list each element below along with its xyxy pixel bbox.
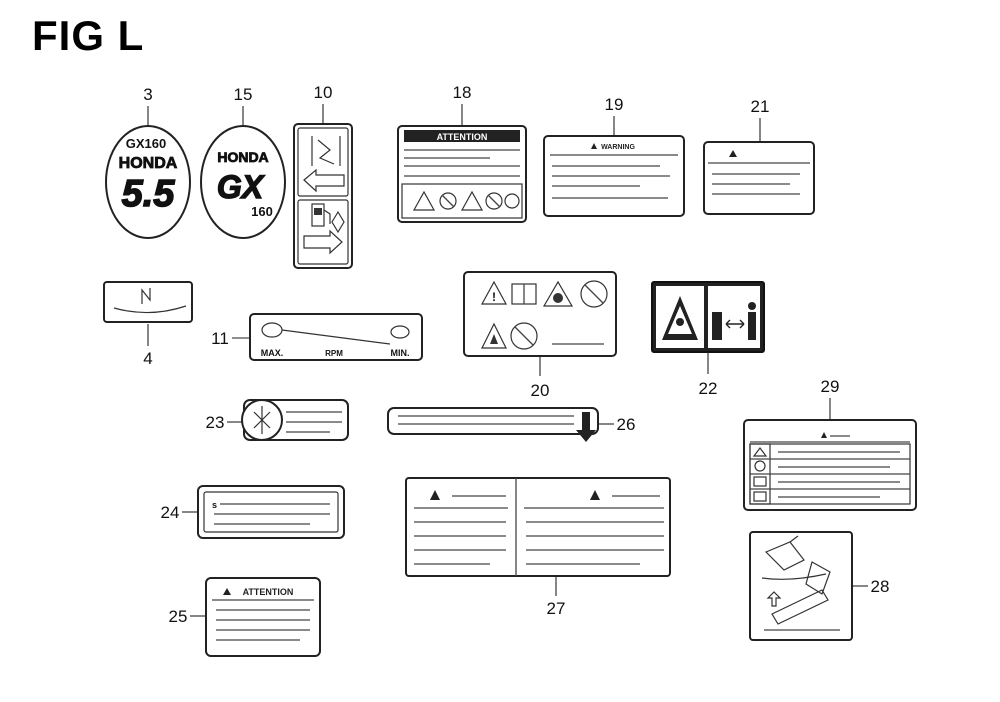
label-18-header: ATTENTION <box>437 132 488 142</box>
emblem-15-series: GX <box>217 169 265 205</box>
callout-20: 20 <box>531 381 550 400</box>
callout-27: 27 <box>547 599 566 618</box>
part-4-label[interactable]: 4 <box>103 281 193 368</box>
emblem-3-brand: HONDA <box>119 155 178 172</box>
part-15-emblem[interactable]: 15 HONDA GX 160 <box>200 85 286 239</box>
callout-4: 4 <box>143 349 152 368</box>
emblem-15-brand: HONDA <box>217 149 268 165</box>
part-3-emblem[interactable]: 3 GX160 HONDA 5.5 <box>105 85 191 239</box>
label-25-header: ATTENTION <box>243 587 294 597</box>
callout-10: 10 <box>314 83 333 102</box>
callout-15: 15 <box>234 85 253 104</box>
part-21-label[interactable]: 21 <box>703 97 815 215</box>
figure-title: FIG L <box>32 12 145 59</box>
part-26-label[interactable]: 26 <box>387 407 636 442</box>
part-24-label[interactable]: 24 s <box>161 485 345 539</box>
callout-23: 23 <box>206 413 225 432</box>
svg-text:!: ! <box>492 290 496 304</box>
callout-19: 19 <box>605 95 624 114</box>
part-20-label[interactable]: ! 20 <box>463 271 617 400</box>
callout-22: 22 <box>699 379 718 398</box>
callout-18: 18 <box>453 83 472 102</box>
emblem-3-rating: 5.5 <box>122 173 176 215</box>
emblem-3-model: GX160 <box>126 136 166 151</box>
part-19-label[interactable]: 19 WARNING <box>543 95 685 217</box>
label-11-max: MAX. <box>261 348 284 358</box>
part-11-label[interactable]: 11 MAX. RPM MIN. <box>211 313 423 361</box>
callout-3: 3 <box>143 85 152 104</box>
part-10-label[interactable]: 10 <box>293 83 353 269</box>
part-25-label[interactable]: 25 ATTENTION <box>169 577 321 657</box>
part-28-label[interactable]: 28 <box>749 531 890 641</box>
part-27-label[interactable]: 27 <box>405 477 671 618</box>
callout-28: 28 <box>871 577 890 596</box>
label-19-header: WARNING <box>601 144 635 151</box>
callout-11: 11 <box>211 329 229 348</box>
svg-text:s: s <box>212 500 217 510</box>
label-11-min: MIN. <box>391 348 410 358</box>
part-29-label[interactable]: 29 <box>743 377 917 511</box>
emblem-15-model: 160 <box>251 204 273 219</box>
label-11-rpm: RPM <box>325 349 343 358</box>
part-18-label[interactable]: 18 ATTENTION <box>397 83 527 223</box>
part-22-label[interactable]: 22 <box>651 281 765 398</box>
callout-21: 21 <box>751 97 770 116</box>
callout-25: 25 <box>169 607 188 626</box>
callout-26: 26 <box>617 415 636 434</box>
callout-29: 29 <box>821 377 840 396</box>
callout-24: 24 <box>161 503 180 522</box>
part-23-label[interactable]: 23 <box>206 399 349 441</box>
